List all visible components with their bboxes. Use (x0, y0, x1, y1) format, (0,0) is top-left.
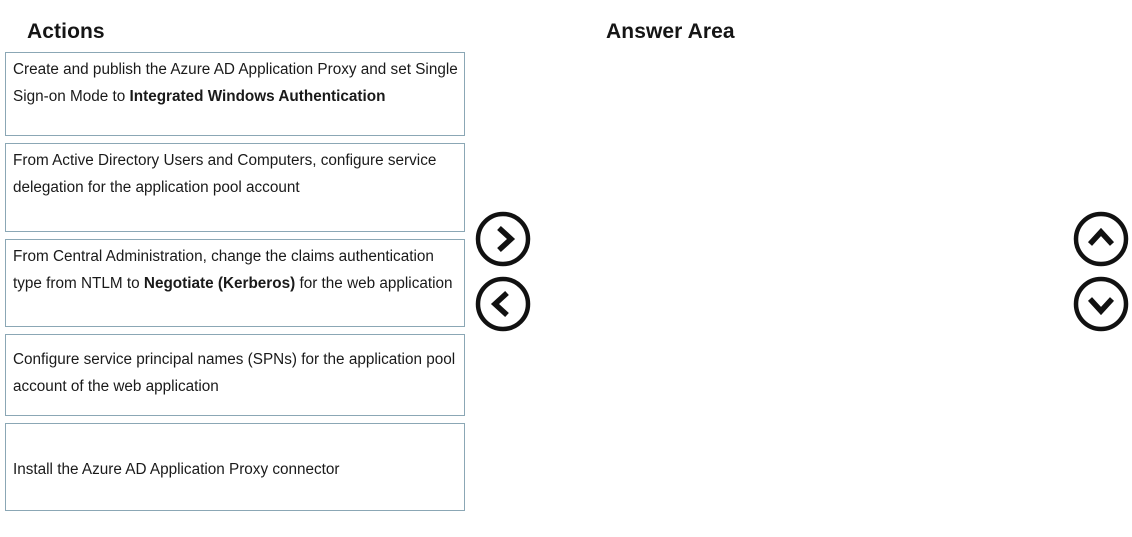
action-text-lead: From Central Administration, change the … (13, 248, 434, 292)
action-text-lead: From Active Directory Users and Computer… (13, 152, 437, 196)
action-text-emphasis: Negotiate (Kerberos) (143, 274, 296, 292)
move-up-button[interactable] (1072, 210, 1130, 268)
chevron-down-icon (1073, 276, 1129, 332)
action-text-lead: Install the Azure AD Application Proxy c… (13, 461, 340, 478)
action-text-lead: Create and publish the Azure AD Applicat… (13, 61, 458, 105)
action-card[interactable]: From Central Administration, change the … (5, 239, 465, 327)
action-card[interactable]: Create and publish the Azure AD Applicat… (5, 52, 465, 136)
chevron-right-icon (475, 211, 531, 267)
move-left-button[interactable] (474, 275, 532, 333)
action-card[interactable]: Install the Azure AD Application Proxy c… (5, 423, 465, 511)
actions-list: Create and publish the Azure AD Applicat… (5, 52, 465, 518)
actions-column-title: Actions (27, 20, 105, 43)
move-right-button[interactable] (474, 210, 532, 268)
answer-area-title: Answer Area (606, 20, 735, 43)
answer-area-dropzone[interactable] (570, 52, 1050, 512)
action-text-emphasis: Integrated Windows Authentication (129, 87, 386, 105)
chevron-left-icon (475, 276, 531, 332)
action-text-lead: Configure service principal names (SPNs)… (13, 351, 456, 395)
move-down-button[interactable] (1072, 275, 1130, 333)
action-text-tail: for the web application (295, 274, 453, 292)
action-card[interactable]: From Active Directory Users and Computer… (5, 143, 465, 232)
action-card[interactable]: Configure service principal names (SPNs)… (5, 334, 465, 416)
chevron-up-icon (1073, 211, 1129, 267)
